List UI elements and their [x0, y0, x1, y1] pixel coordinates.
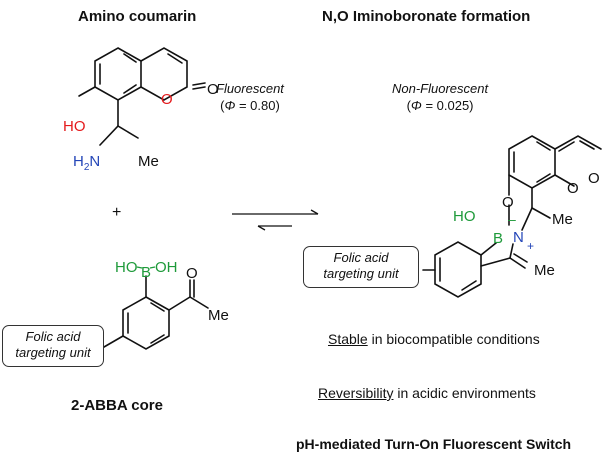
note-non-fluorescent: Non-Fluorescent (Φ = 0.025) — [392, 80, 488, 114]
bond-b-oh-right — [149, 266, 156, 269]
targeting-box-product-line1: Folic acid — [333, 250, 389, 265]
targeting-box-core-line2: targeting unit — [15, 345, 91, 360]
coumarin-methyl: Me — [138, 153, 159, 170]
note-fluorescent: Fluorescent (Φ = 0.80) — [216, 80, 284, 114]
abba-carbonyl-oxygen: O — [186, 265, 198, 282]
abba-boronic-oh-right: OH — [155, 259, 178, 276]
note-non-fluorescent-label: Non-Fluorescent — [392, 81, 489, 96]
product-methyl-lower: Me — [534, 262, 555, 279]
iminoboronate-structure — [422, 135, 602, 298]
targeting-box-product: Folic acid targeting unit — [303, 246, 419, 288]
product-ring-oxygen: O — [567, 180, 579, 197]
bond-b-oh-left — [136, 266, 143, 269]
product-carbonyl-oxygen: O — [588, 170, 600, 187]
amino-coumarin-structure — [78, 47, 206, 146]
coumarin-amine: H2N — [73, 153, 100, 173]
product-nitrogen-charge: + — [527, 239, 534, 253]
product-methyl-upper: Me — [552, 211, 573, 228]
coumarin-hydroxyl: HO — [63, 118, 86, 135]
targeting-box-core: Folic acid targeting unit — [2, 325, 104, 367]
heading-footer: pH-mediated Turn-On Fluorescent Switch — [296, 436, 572, 452]
abba-boron: B — [141, 264, 151, 281]
heading-abba-core: 2-ABBA core — [71, 397, 163, 414]
abba-core-structure — [103, 275, 209, 350]
abba-methyl: Me — [208, 307, 229, 324]
product-boron-charge: – — [508, 211, 516, 227]
statement-reversibility: Reversibility in acidic environments — [318, 385, 536, 401]
plus-sign: + — [112, 204, 121, 221]
coumarin-carbonyl-oxygen: O — [207, 81, 219, 98]
coumarin-ring-oxygen: O — [161, 91, 173, 108]
note-fluorescent-value: (Φ = 0.80) — [220, 98, 280, 113]
product-phenol-oxygen: O — [502, 194, 514, 211]
note-fluorescent-label: Fluorescent — [216, 81, 284, 96]
heading-iminoboronate: N,O Iminoboronate formation — [322, 8, 531, 25]
statement-stable: Stable in biocompatible conditions — [328, 331, 540, 347]
targeting-box-product-line2: targeting unit — [323, 266, 399, 281]
equilibrium-arrows — [232, 209, 319, 231]
note-non-fluorescent-value: (Φ = 0.025) — [406, 98, 474, 113]
targeting-box-core-line1: Folic acid — [25, 329, 81, 344]
abba-boronic-oh-left: HO — [115, 259, 138, 276]
product-nitrogen: N — [513, 229, 524, 246]
heading-amino-coumarin: Amino coumarin — [78, 8, 197, 25]
product-boron-hydroxyl: HO — [453, 208, 476, 225]
product-boron: B — [493, 230, 503, 247]
